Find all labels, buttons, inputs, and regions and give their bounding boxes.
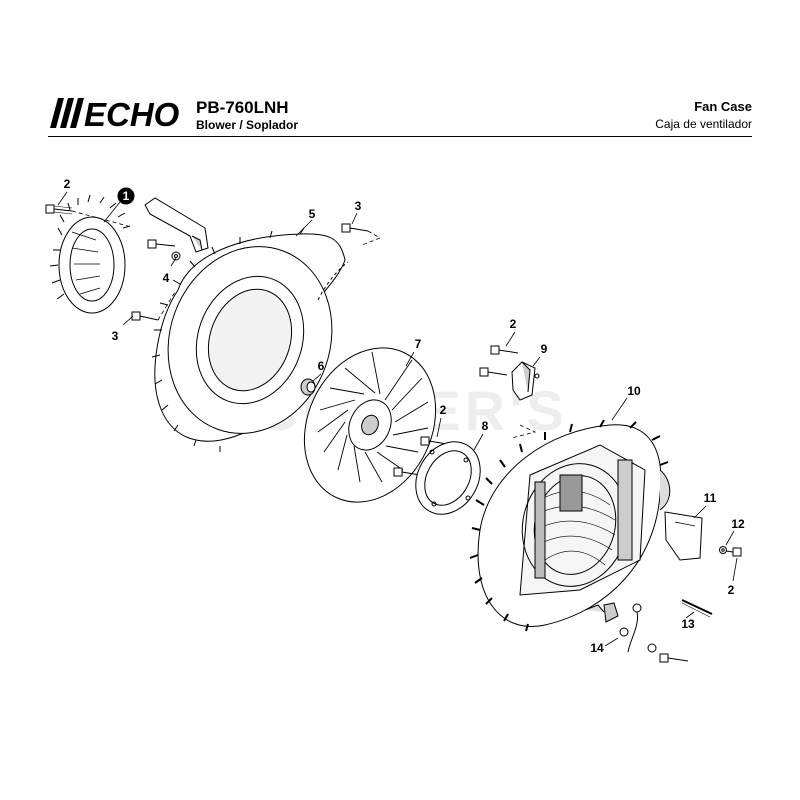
callout-2-upper-right[interactable]: 2 xyxy=(510,317,517,331)
part-8-gasket[interactable] xyxy=(403,430,493,526)
callout-10[interactable]: 10 xyxy=(627,384,641,398)
part-3-bolt-lower[interactable] xyxy=(131,311,159,321)
part-6-bushing[interactable] xyxy=(300,378,316,396)
callout-1-badge xyxy=(117,187,135,205)
section-title: Fan Case xyxy=(694,99,752,114)
lead-lines xyxy=(71,210,537,439)
part-2-bolt-a[interactable] xyxy=(45,204,73,215)
callout-13[interactable]: 13 xyxy=(681,617,695,631)
callout-11[interactable]: 11 xyxy=(704,491,717,505)
part-14-ground-wire[interactable] xyxy=(584,602,689,663)
model-number: PB-760LNH xyxy=(196,98,289,117)
part-2-bolt-e[interactable] xyxy=(479,367,508,377)
callout-2-right[interactable]: 2 xyxy=(728,583,735,597)
part-2-bolt-f[interactable] xyxy=(725,547,742,557)
brand-text: ECHO xyxy=(84,96,180,130)
callout-2-middle[interactable]: 2 xyxy=(440,403,447,417)
callout-1[interactable]: 1 xyxy=(123,189,130,203)
header-rule xyxy=(48,136,752,137)
part-4-screw[interactable] xyxy=(147,239,181,261)
part-10-rear-case[interactable] xyxy=(469,419,671,632)
callout-3-upper[interactable]: 3 xyxy=(355,199,362,213)
callout-6[interactable]: 6 xyxy=(318,359,325,373)
callout-7[interactable]: 7 xyxy=(415,337,422,351)
part-5-fan-housing[interactable] xyxy=(142,223,357,456)
part-7-impeller[interactable] xyxy=(280,326,460,523)
part-3-bolt-upper[interactable] xyxy=(341,223,369,233)
section-title-es: Caja de ventilador xyxy=(655,117,752,131)
callout-12[interactable]: 12 xyxy=(731,517,745,531)
part-9-bracket[interactable] xyxy=(511,361,540,401)
callout-2-top-left[interactable]: 2 xyxy=(64,177,71,191)
part-1-intake-cover[interactable] xyxy=(49,194,131,314)
part-bracket[interactable] xyxy=(144,197,209,253)
page-header: ECHO PB-760LNH Blower / Soplador Fan Cas… xyxy=(0,0,800,140)
callout-8[interactable]: 8 xyxy=(482,419,489,433)
callout-3-lower[interactable]: 3 xyxy=(112,329,119,343)
callout-4[interactable]: 4 xyxy=(163,271,170,285)
product-subtitle: Blower / Soplador xyxy=(196,118,299,132)
echo-logo: ECHO xyxy=(50,96,180,130)
part-13-cable-tie[interactable] xyxy=(681,599,713,618)
part-11-cover-plate[interactable] xyxy=(664,511,703,561)
callout-leaders xyxy=(57,191,738,647)
part-2-bolt-d[interactable] xyxy=(490,345,519,355)
callout-5[interactable]: 5 xyxy=(309,207,316,221)
callout-9[interactable]: 9 xyxy=(541,342,548,356)
callout-14[interactable]: 14 xyxy=(590,641,604,655)
part-12-washer[interactable] xyxy=(719,546,727,554)
